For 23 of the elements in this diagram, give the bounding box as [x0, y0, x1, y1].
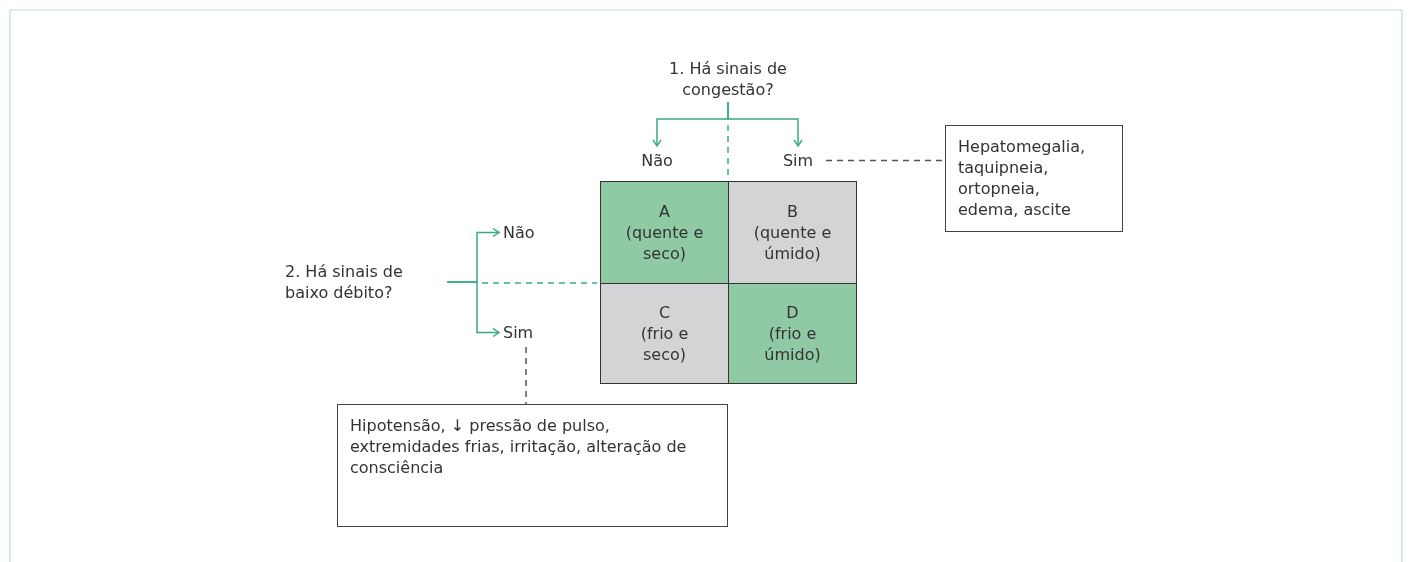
- quadrant-cell: [600, 283, 729, 384]
- quadrant-letter: C: [657, 302, 672, 323]
- answer-label: Sim: [772, 150, 824, 171]
- quadrant-cell: [600, 181, 729, 284]
- quadrant-letter: A: [658, 201, 671, 222]
- dashed-connector: [525, 346, 527, 405]
- answer-label: Não: [503, 222, 553, 243]
- quadrant-description: (quente e úmido): [752, 222, 833, 264]
- quadrant-description: (frio e úmido): [763, 323, 822, 365]
- arrow: [727, 101, 803, 147]
- symptom-box: Hipotensão, ↓ pressão de pulso, extremidades frias, irritação, alteração de consciência: [337, 404, 728, 527]
- quadrant-letter: B: [786, 201, 799, 222]
- symptom-box: Hepatomegalia, taquipneia, ortopneia, edema, ascite: [945, 125, 1123, 232]
- arrow: [446, 281, 500, 338]
- question-text: 2. Há sinais de baixo débito?: [285, 261, 447, 303]
- quadrant-description: (quente e seco): [624, 222, 705, 264]
- question-text: 1. Há sinais de congestão?: [668, 58, 788, 100]
- quadrant-cell: [728, 283, 857, 384]
- quadrant-letter: D: [785, 302, 800, 323]
- answer-label: Sim: [503, 322, 549, 343]
- quadrant-description: (frio e seco): [639, 323, 690, 365]
- quadrant-cell: [728, 181, 857, 284]
- answer-label: Não: [630, 150, 684, 171]
